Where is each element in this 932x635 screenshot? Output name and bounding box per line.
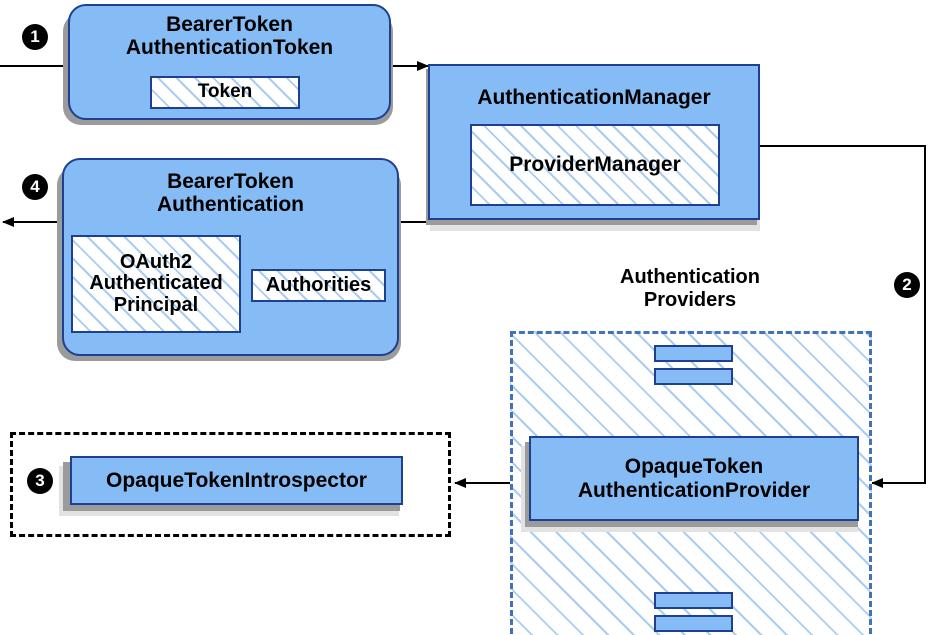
opaque-token-introspector-label: OpaqueTokenIntrospector (106, 468, 367, 492)
step-marker-1: 1 (22, 24, 48, 50)
opaque-token-introspector-node[interactable]: OpaqueTokenIntrospector (70, 456, 403, 505)
step-marker-2: 2 (894, 272, 920, 298)
provider-manager-child-box[interactable]: ProviderManager (470, 124, 720, 206)
oauth2-authenticated-principal-box[interactable]: OAuth2 Authenticated Principal (71, 235, 241, 333)
bearer-token-authentication-token-node[interactable]: BearerToken AuthenticationToken (68, 4, 391, 120)
bearer-token-authentication-token-label: BearerToken AuthenticationToken (125, 13, 334, 60)
token-child-box[interactable]: Token (150, 76, 300, 109)
provider-stack-upper-icon (654, 345, 733, 385)
opaque-token-authentication-provider-label: OpaqueToken AuthenticationProvider (577, 455, 811, 502)
introspector-region (10, 432, 451, 537)
authorities-label: Authorities (265, 273, 372, 296)
provider-stack-lower-icon (654, 592, 733, 632)
stack-bar (654, 345, 733, 362)
authentication-manager-label: AuthenticationManager (477, 86, 711, 109)
oauth2-authenticated-principal-label: OAuth2 Authenticated Principal (89, 250, 223, 316)
stack-bar (654, 592, 733, 609)
authentication-providers-caption: Authentication Providers (620, 266, 760, 311)
provider-manager-child-label: ProviderManager (509, 152, 681, 176)
authorities-box[interactable]: Authorities (251, 269, 386, 302)
token-child-label: Token (197, 81, 253, 103)
bearer-token-authentication-label: BearerToken Authentication (157, 170, 304, 217)
step-marker-4: 4 (22, 174, 48, 200)
step-marker-3: 3 (27, 468, 53, 494)
stack-bar (654, 615, 733, 632)
opaque-token-authentication-provider-node[interactable]: OpaqueToken AuthenticationProvider (529, 436, 859, 521)
stack-bar (654, 368, 733, 385)
